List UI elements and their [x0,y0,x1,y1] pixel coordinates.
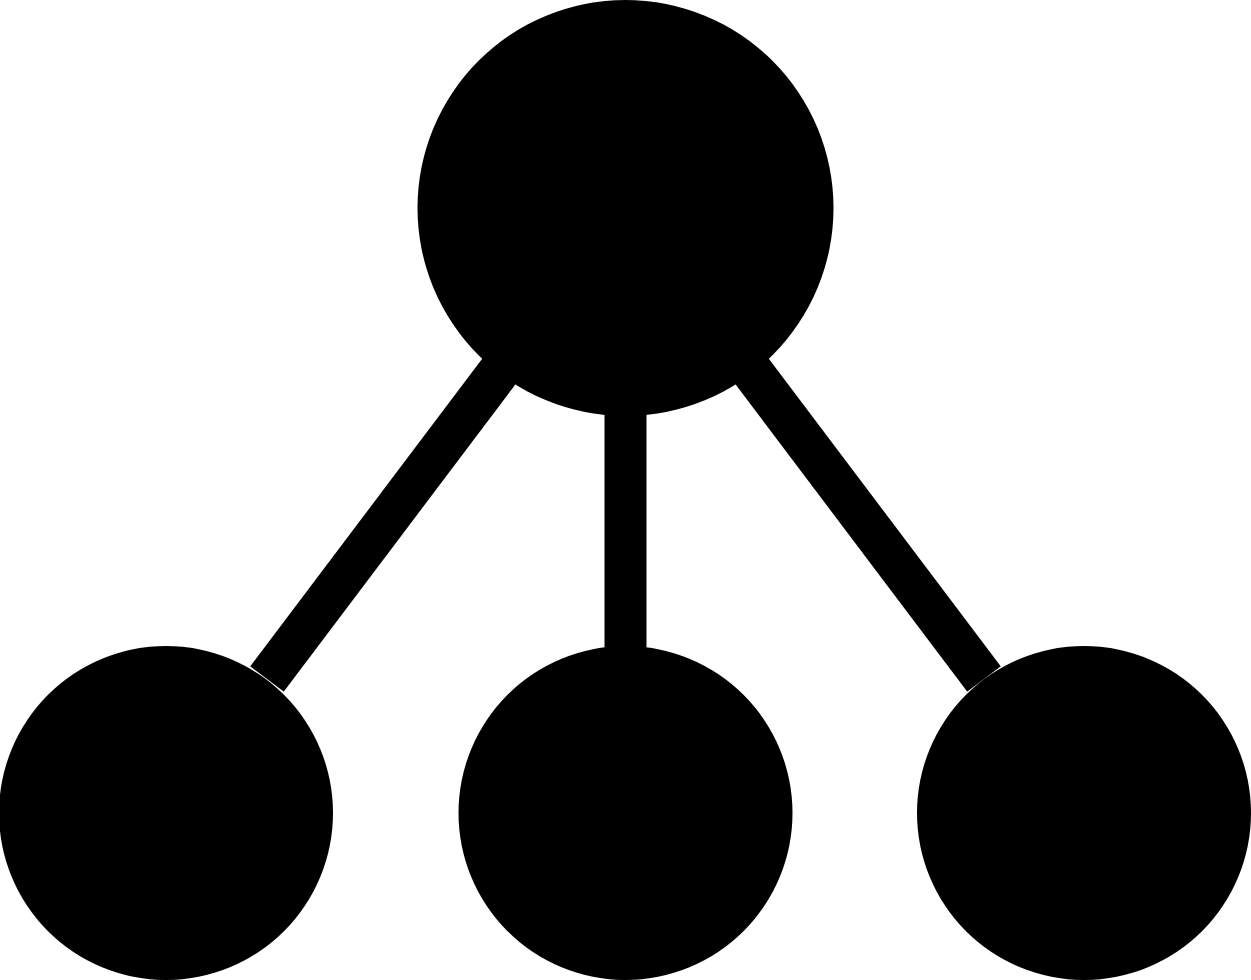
root-node [417,0,834,416]
child-node-right [917,646,1251,980]
child-node-left [0,646,333,980]
child-node-center [458,646,793,980]
connector-left [250,357,517,692]
connector-right [734,357,1001,692]
